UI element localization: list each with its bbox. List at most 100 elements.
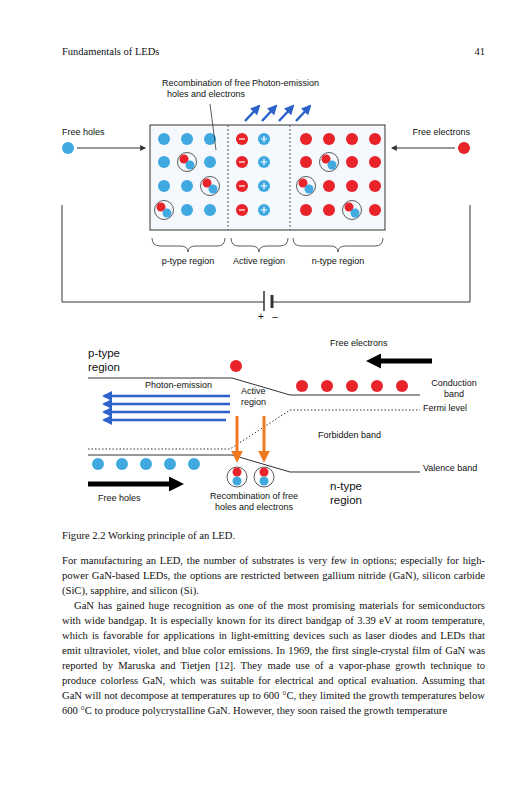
hole-dot (164, 458, 176, 470)
pair-circle (254, 467, 274, 487)
region-label: n-type region (330, 480, 390, 508)
hole-dot (158, 156, 170, 168)
electron-dot (346, 156, 358, 168)
pair-circle (297, 177, 316, 196)
junction-boundary (228, 125, 229, 230)
electron-dot (233, 468, 242, 477)
minus-sign (239, 185, 245, 186)
hole-dot (258, 180, 270, 192)
hole-flow-arrow (77, 148, 145, 149)
region-brackets (152, 238, 383, 252)
electron-dot (321, 380, 333, 392)
body-paragraph: For manufacturing an LED, the number of … (62, 553, 485, 598)
electron-flow-arrow (372, 359, 432, 364)
battery-plate (271, 295, 274, 308)
photon-arrow (262, 106, 276, 121)
hole-dot (188, 458, 200, 470)
photon-arrow (296, 106, 310, 121)
electron-dot (323, 204, 335, 216)
minus-sign (239, 138, 245, 139)
hole-dot (204, 204, 216, 216)
band-label: Fermi level (423, 403, 493, 414)
pair-circle (320, 153, 339, 172)
plus-sign (261, 136, 267, 142)
circuit-wire (62, 205, 470, 302)
flow-label: Free electrons (395, 127, 470, 138)
hole-dot (260, 477, 269, 486)
hole-dot (209, 185, 218, 194)
electron-dot (236, 156, 248, 168)
electron-dot (296, 380, 308, 392)
hole-dot (351, 209, 360, 218)
pair-circle (201, 177, 220, 196)
electron-dot (300, 133, 312, 145)
polarity-sign: – (269, 311, 281, 323)
hole-dot (186, 161, 195, 170)
band-label: Valence band (423, 463, 493, 474)
electron-dot (230, 360, 242, 372)
electron-dot (323, 180, 335, 192)
photon-arrow (245, 106, 259, 121)
hole-dot (92, 458, 104, 470)
electron-dot (346, 133, 358, 145)
region-label: p-type region (88, 347, 143, 375)
electron-flow-arrow (392, 148, 455, 149)
photon-arrow (279, 106, 293, 121)
hole-dot (258, 133, 270, 145)
hole-flow-arrow (88, 482, 178, 487)
electron-dot (260, 468, 269, 477)
hole-dot (328, 161, 337, 170)
hole-dot (305, 185, 314, 194)
pair-circle (178, 153, 197, 172)
minus-sign (239, 209, 245, 210)
running-header: Fundamentals of LEDs (62, 46, 312, 59)
free-holes (92, 458, 200, 470)
hole-dot (140, 458, 152, 470)
electron-dot (300, 204, 312, 216)
plus-sign (261, 159, 267, 165)
electron-dot (236, 133, 248, 145)
electron-dot (346, 180, 358, 192)
semiconductor-block (150, 125, 385, 230)
photon-arrow (104, 403, 230, 406)
hole-dot (62, 142, 74, 154)
hole-dot (258, 204, 270, 216)
flow-label: Free holes (98, 493, 178, 504)
leader-line (210, 104, 216, 150)
region-label: Active region (241, 386, 285, 408)
electron-dot (236, 180, 248, 192)
hole-dot (258, 156, 270, 168)
region-label: p-type region (146, 256, 230, 267)
electron-dot (300, 156, 312, 168)
callout-label: Photon-emission (145, 380, 245, 391)
photon-arrows (104, 396, 230, 420)
pair-circle (343, 201, 362, 220)
callout-label: Photon-emission (252, 78, 347, 89)
plus-sign (261, 207, 267, 213)
bracket (231, 238, 288, 252)
minus-sign (239, 161, 245, 162)
electron-dot (458, 142, 470, 154)
junction-boundary (290, 125, 291, 230)
band-label: Conduction band (422, 378, 486, 400)
hole-dot (158, 180, 170, 192)
carrier-dots (155, 133, 382, 220)
plus-sign (261, 183, 267, 189)
hole-dot (204, 156, 216, 168)
photon-arrow (104, 395, 230, 398)
page-number: 41 (435, 46, 485, 59)
photon-arrow (104, 411, 230, 414)
region-label: Active region (214, 256, 304, 267)
polarity-sign: + (255, 311, 267, 323)
callout-label: Recombination of free holes and electron… (150, 78, 262, 100)
valence-band-line (88, 455, 420, 472)
body-paragraph: GaN has gained huge recognition as one o… (62, 598, 485, 718)
hole-dot (181, 180, 193, 192)
band-label: Forbidden band (318, 430, 408, 441)
recombination-arrow (263, 416, 266, 458)
hole-dot (163, 209, 172, 218)
hole-dot (181, 204, 193, 216)
callout-label: Recombination of free holes and electron… (198, 491, 310, 513)
fermi-level-line (88, 410, 420, 449)
hole-dot (233, 477, 242, 486)
